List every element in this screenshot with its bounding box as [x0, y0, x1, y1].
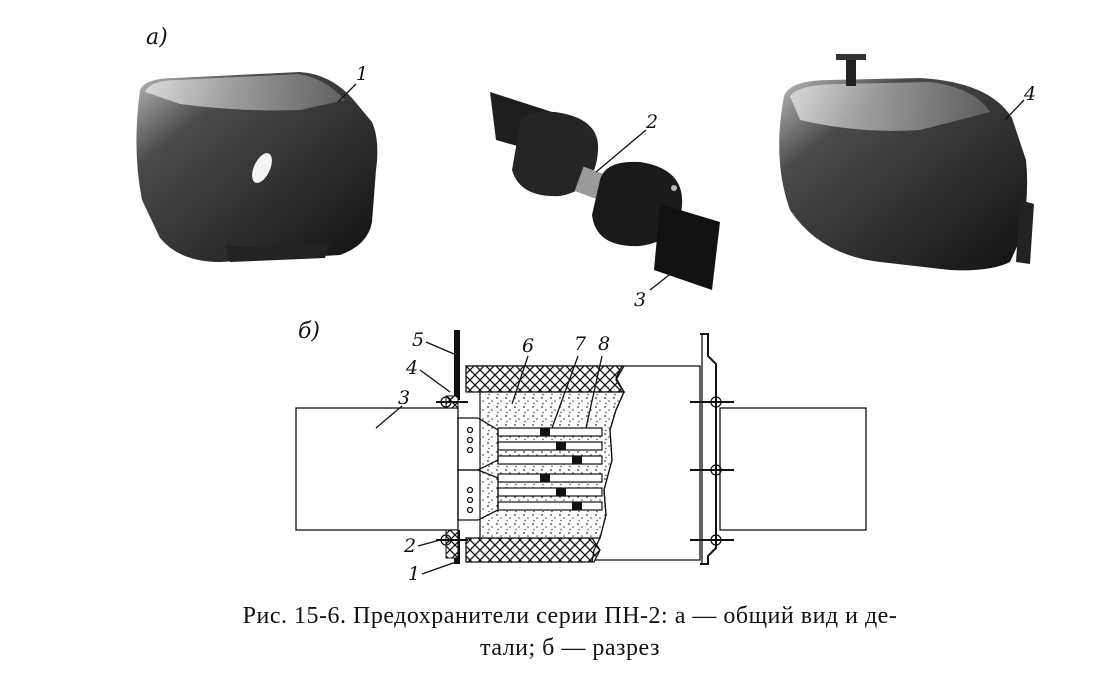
- callout-1-a-line: [337, 83, 357, 103]
- caption-line-2: тали; б — разрез: [480, 635, 660, 661]
- callout-6-b-line: [511, 355, 529, 405]
- callout-8-b-line: [585, 355, 603, 429]
- callout-2-b-line: [417, 539, 441, 547]
- callout-2-b: 2: [403, 535, 416, 557]
- callout-2-a-line: [595, 129, 647, 173]
- callout-6-b: 6: [522, 335, 534, 357]
- fuse-link-illustration: [490, 92, 720, 290]
- callout-1-b-line: [421, 561, 457, 575]
- callout-5-b: 5: [412, 329, 424, 351]
- callout-3-a-line: [649, 267, 679, 291]
- callout-1-b: 1: [408, 563, 420, 585]
- callout-5-b-line: [425, 341, 455, 355]
- callout-4-a-line: [1004, 99, 1025, 121]
- callout-4-b: 4: [405, 357, 418, 379]
- fuse-housing-illustration: [136, 72, 378, 262]
- callout-2-a: 2: [645, 111, 658, 133]
- callout-3-b-line: [375, 405, 403, 429]
- callout-7-b-line: [551, 355, 579, 429]
- callout-4-a: 4: [1023, 83, 1036, 105]
- callout-3-b: 3: [398, 387, 410, 409]
- callout-8-b: 8: [598, 333, 610, 355]
- figure-caption: Рис. 15-6. Предохранители серии ПН-2: а …: [90, 600, 1050, 664]
- section-view-drawing: [295, 330, 867, 565]
- caption-line-1: Рис. 15-6. Предохранители серии ПН-2: а …: [242, 603, 898, 629]
- callout-4-b-line: [419, 369, 451, 393]
- assembled-fuse-illustration: [779, 54, 1034, 271]
- callout-1-a: 1: [356, 63, 368, 85]
- part-a-label: а): [146, 25, 168, 50]
- callout-7-b: 7: [574, 333, 587, 355]
- callout-3-a: 3: [634, 289, 646, 311]
- part-b-label: б): [298, 319, 320, 344]
